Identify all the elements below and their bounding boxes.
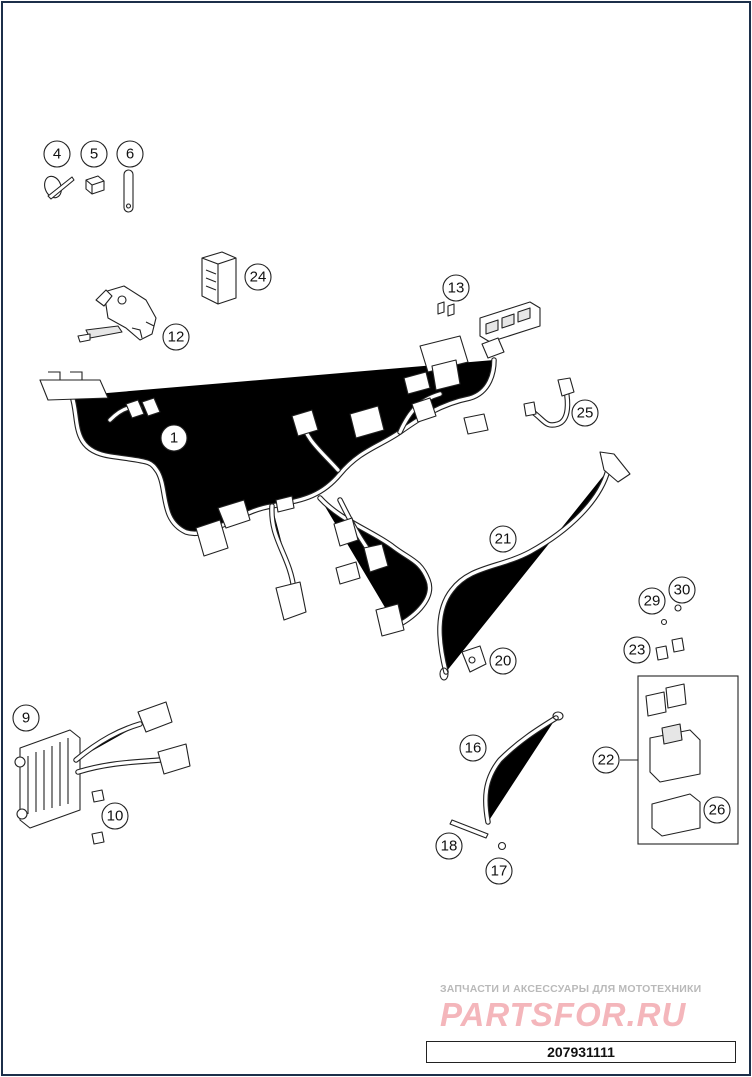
callout-30: 30 <box>668 576 696 604</box>
callout-4: 4 <box>43 140 71 168</box>
part-fuses-small <box>655 637 685 661</box>
callout-9: 9 <box>12 704 40 732</box>
svg-text:18: 18 <box>441 838 458 855</box>
part-nut <box>497 841 507 851</box>
svg-text:29: 29 <box>644 593 661 610</box>
callout-22: 22 <box>592 746 620 774</box>
callout-13: 13 <box>442 274 470 302</box>
svg-text:9: 9 <box>22 710 30 727</box>
svg-text:22: 22 <box>598 752 615 769</box>
callout-17: 17 <box>485 857 513 885</box>
callout-12: 12 <box>162 323 190 351</box>
part-relay-module <box>201 251 237 305</box>
callout-1: 1 <box>160 424 188 452</box>
svg-text:12: 12 <box>168 329 185 346</box>
watermark-brand: PARTSFOR.RU <box>440 996 687 1033</box>
callout-26: 26 <box>703 796 731 824</box>
callout-5: 5 <box>80 140 108 168</box>
svg-text:13: 13 <box>448 280 465 297</box>
svg-text:5: 5 <box>90 146 98 163</box>
callout-21: 21 <box>489 525 517 553</box>
callout-24: 24 <box>244 263 272 291</box>
svg-text:16: 16 <box>465 740 482 757</box>
callout-18: 18 <box>435 832 463 860</box>
part-cable-short <box>486 711 564 822</box>
svg-text:24: 24 <box>250 269 267 286</box>
svg-text:17: 17 <box>491 863 508 880</box>
callout-20: 20 <box>489 647 517 675</box>
part-screw-small <box>660 604 682 626</box>
callout-29: 29 <box>638 587 666 615</box>
part-bolt <box>449 819 489 839</box>
callout-16: 16 <box>459 734 487 762</box>
callout-25: 25 <box>571 399 599 427</box>
svg-text:1: 1 <box>170 430 178 447</box>
svg-text:10: 10 <box>107 808 124 825</box>
callout-10: 10 <box>101 802 129 830</box>
part-number: 207931111 <box>547 1044 615 1060</box>
svg-text:30: 30 <box>674 582 691 599</box>
callout-23: 23 <box>623 636 651 664</box>
part-terminal <box>461 645 487 673</box>
callout-6: 6 <box>116 140 144 168</box>
part-strap <box>123 169 134 213</box>
svg-text:6: 6 <box>126 146 134 163</box>
svg-text:21: 21 <box>495 531 512 548</box>
svg-text:20: 20 <box>495 653 512 670</box>
svg-text:26: 26 <box>709 802 726 819</box>
part-cable-long <box>440 451 631 681</box>
svg-text:25: 25 <box>577 405 594 422</box>
part-clip <box>85 175 105 195</box>
part-voltage-regulator <box>14 701 191 829</box>
part-starter-relay-group <box>620 675 739 845</box>
part-number-box: 207931111 <box>426 1041 736 1063</box>
part-screws <box>91 789 105 845</box>
part-bracket-assembly <box>77 285 157 343</box>
part-main-wiring-harness <box>39 335 505 637</box>
part-cable-tie <box>44 175 75 200</box>
svg-text:23: 23 <box>629 642 646 659</box>
part-fuse-set <box>437 301 541 343</box>
svg-text:4: 4 <box>53 146 61 163</box>
part-sub-harness <box>523 377 575 428</box>
watermark-tagline: ЗАПЧАСТИ И АКСЕССУАРЫ ДЛЯ МОТОТЕХНИКИ <box>440 983 702 995</box>
